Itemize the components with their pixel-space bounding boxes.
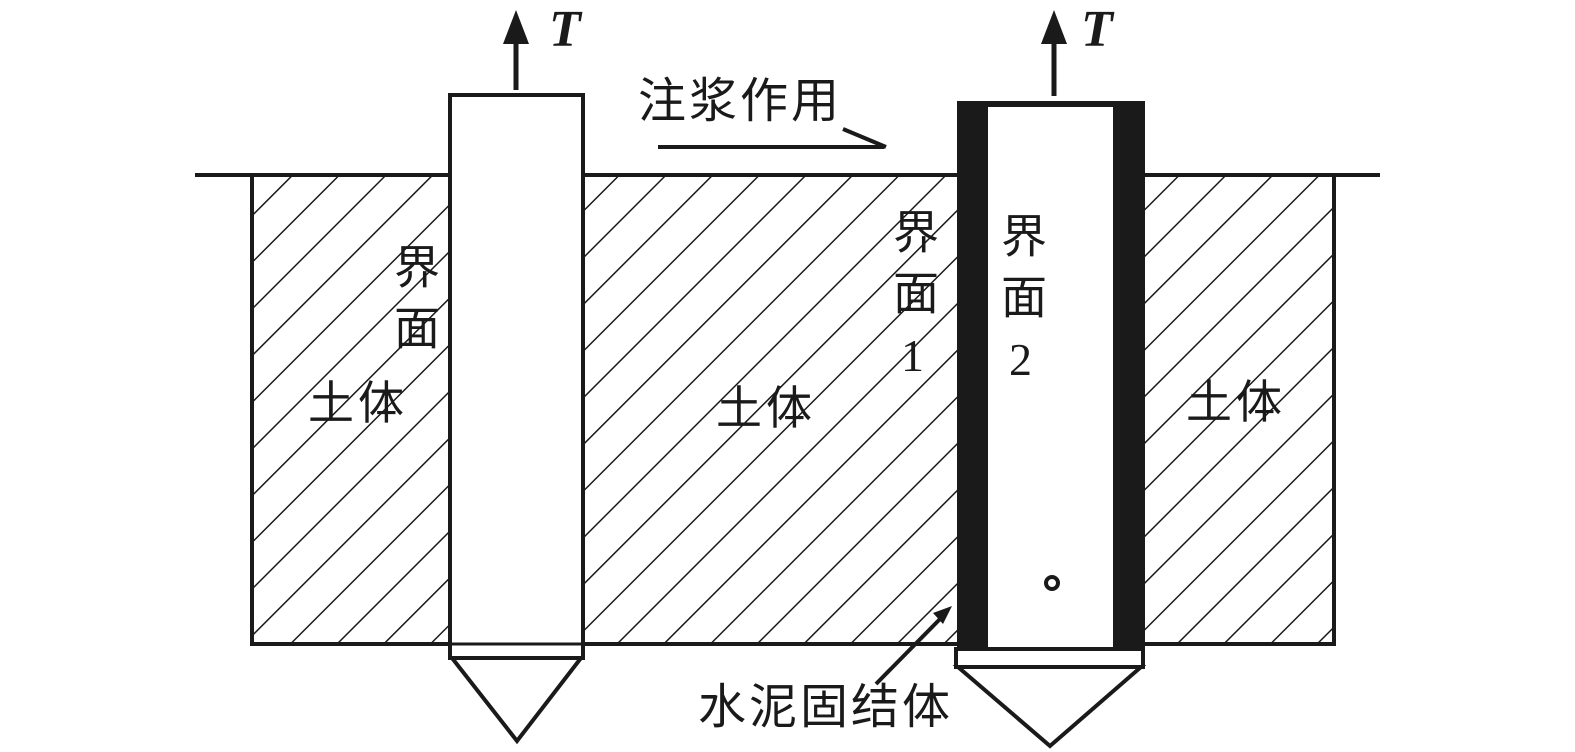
uplift-arrow-left-icon: [503, 10, 529, 90]
cement-leader-arrow-icon: [874, 606, 952, 686]
soil-label-right: 土体: [1186, 377, 1286, 428]
uplift-arrow-right-icon: [1041, 10, 1067, 96]
uplift-force-label-left: T: [549, 1, 581, 58]
left-pile: [447, 93, 586, 745]
left-pile-shaft: [448, 93, 585, 660]
cement-body-label: 水泥固结体: [698, 681, 954, 734]
grouting-action-label: 注浆作用: [638, 75, 843, 128]
soil-label-middle: 土体: [716, 383, 816, 434]
right-pile-cap: [954, 647, 1145, 669]
interface-label-plain: 界面: [388, 243, 439, 365]
right-pile: [952, 101, 1147, 749]
right-pile-tip: [952, 665, 1147, 749]
interface-2-label: 界面2: [995, 212, 1046, 400]
right-pile-shaft: [988, 107, 1113, 650]
left-pile-tip: [447, 656, 586, 745]
uplift-force-label-right: T: [1081, 1, 1113, 58]
grouting-leader-arrow-icon: [658, 127, 887, 149]
soil-block: [250, 173, 1336, 646]
soil-label-left: 土体: [308, 378, 408, 429]
interface-1-label: 界面1: [887, 208, 938, 396]
void-circle-marker: [1044, 575, 1060, 591]
